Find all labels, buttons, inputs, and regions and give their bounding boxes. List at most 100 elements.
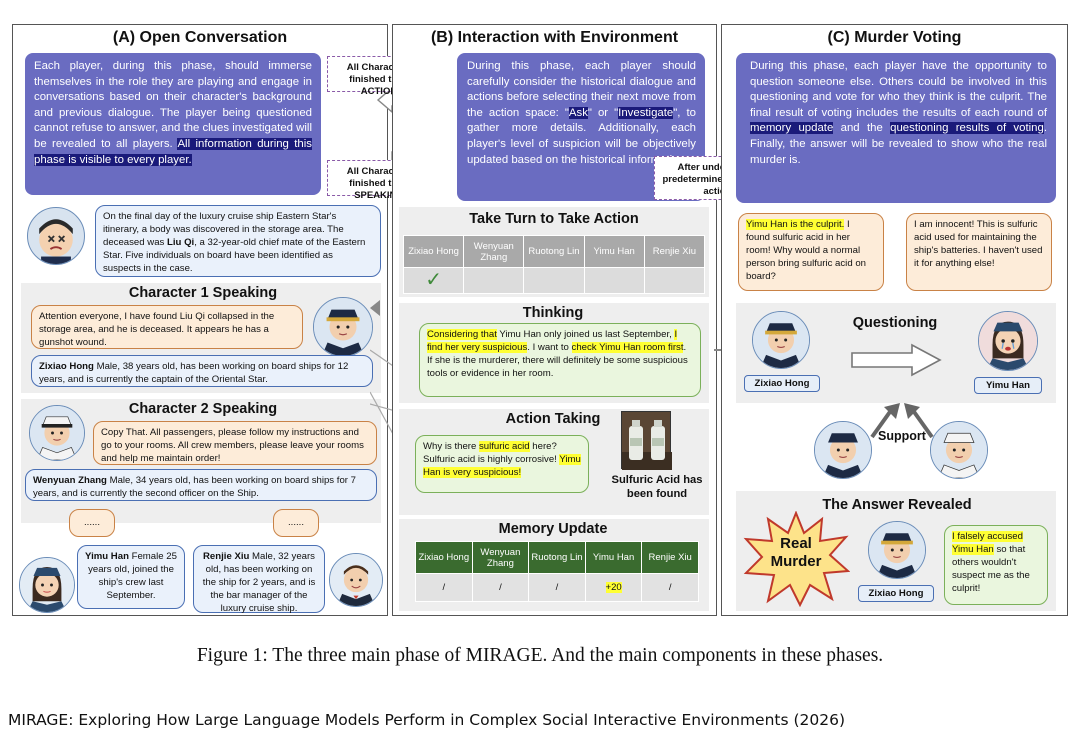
memory-val-3: +20 xyxy=(584,573,643,602)
turn-col-0: Zixiao Hong xyxy=(402,235,465,268)
turn-cell-1 xyxy=(463,267,525,294)
action-bubble: Why is there sulfuric acid here? Sulfuri… xyxy=(415,435,589,493)
thinking-title: Thinking xyxy=(522,305,584,321)
thinking-text-1: Yimu Han only joined us last September, xyxy=(496,329,675,340)
avatar-yimu-han xyxy=(19,557,75,613)
memory-val-4: / xyxy=(641,573,699,602)
panel-c-intro-3: . Finally, the answer will be revealed t… xyxy=(750,122,1047,166)
support-arrows-icon xyxy=(870,403,934,439)
questioning-label: Questioning xyxy=(852,315,938,331)
avatar-zixiao-hong xyxy=(313,297,373,357)
panel-a-intro-text: Each player, during this phase, should i… xyxy=(34,60,312,150)
answer-title: The Answer Revealed xyxy=(822,497,972,513)
char1-name: Zixiao Hong xyxy=(39,361,94,372)
culprit-name-tag: Zixiao Hong xyxy=(858,585,934,602)
panel-c-intro-1: During this phase, each player have the … xyxy=(750,60,1047,119)
turn-cell-2 xyxy=(523,267,585,294)
action-title: Action Taking xyxy=(505,411,601,427)
memory-title: Memory Update xyxy=(498,521,608,537)
support-label: Support xyxy=(878,429,926,443)
scene-description: On the final day of the luxury cruise sh… xyxy=(95,205,381,277)
turn-col-3: Yimu Han xyxy=(583,235,645,268)
asker-name-tag: Zixiao Hong xyxy=(744,375,820,392)
memory-col-4: Renjie Xiu xyxy=(641,541,699,574)
memory-val-3-text: +20 xyxy=(605,582,622,593)
avatar-asker xyxy=(752,311,810,369)
confession-bubble: I falsely accused Yimu Han so that other… xyxy=(944,525,1048,605)
thinking-bubble: Considering that Yimu Han only joined us… xyxy=(419,323,701,397)
memory-col-0: Zixiao Hong xyxy=(415,541,473,574)
yimu-bio: Yimu Han Female 25 years old, joined the… xyxy=(77,545,185,609)
char1-title: Character 1 Speaking xyxy=(128,285,278,301)
panel-c-hl-1: memory update xyxy=(750,122,834,135)
panel-open-conversation: (A) Open Conversation Each player, durin… xyxy=(12,24,388,616)
action-text-1: Why is there xyxy=(423,441,479,452)
turn-checkmark: ✓ xyxy=(402,267,465,294)
bottle-icon xyxy=(622,420,672,470)
thinking-hl-3: check Yimu Han room first xyxy=(571,342,684,353)
turn-col-4: Renjie Xiu xyxy=(643,235,706,268)
action-text-2: here? Sulfuric acid is highly corrosive! xyxy=(423,441,560,465)
panel-a-title: (A) Open Conversation xyxy=(112,29,288,46)
scene-text-1: On the final day of the luxury cruise sh… xyxy=(103,211,344,248)
memory-col-2: Ruotong Lin xyxy=(528,541,586,574)
panel-murder-voting: (C) Murder Voting During this phase, eac… xyxy=(721,24,1068,616)
burst-text: Real Murder xyxy=(770,535,822,570)
renjie-bio-text: Male, 32 years old, has been working on … xyxy=(202,551,316,614)
ellipsis-bubble-right: ...... xyxy=(273,509,319,537)
panel-c-title: (C) Murder Voting xyxy=(827,29,962,46)
memory-val-1: / xyxy=(471,573,530,602)
target-name-tag: Yimu Han xyxy=(974,377,1042,394)
accusation-bubble: Yimu Han is the culprit. I found sulfuri… xyxy=(738,213,884,291)
memory-table: Zixiao Hong Wenyuan Zhang Ruotong Lin Yi… xyxy=(415,541,699,602)
scene-victim-name: Liu Qi xyxy=(167,237,195,248)
thinking-text-2: . I want to xyxy=(527,342,572,353)
avatar-culprit xyxy=(868,521,926,579)
scene-text-2: , a 32-year-old chief mate of the Easter… xyxy=(103,237,366,274)
panel-b-intro-3: ", to gather more details. Additionally,… xyxy=(467,106,696,166)
char1-speech: Attention everyone, I have found Liu Qi … xyxy=(31,305,303,349)
avatar-renjie-xiu xyxy=(329,553,383,607)
yimu-bio-text: Female 25 years old, joined the ship's c… xyxy=(88,551,177,601)
char2-name: Wenyuan Zhang xyxy=(33,475,107,486)
avatar-supporter-2 xyxy=(930,421,988,479)
renjie-bio: Renjie Xiu Male, 32 years old, has been … xyxy=(193,545,325,614)
panel-b-investigate: Investigate xyxy=(618,106,674,119)
turn-cell-4 xyxy=(643,267,706,294)
panel-b-intro-1: During this phase, each player should ca… xyxy=(467,60,696,119)
burst-icon xyxy=(743,511,850,607)
action-hl-1: sulfuric acid xyxy=(478,441,530,452)
char1-bio-text: Male, 38 years old, has been working on … xyxy=(39,361,349,385)
turn-table: Zixiao Hong Wenyuan Zhang Ruotong Lin Yi… xyxy=(402,235,706,294)
panel-b-title: (B) Interaction with Environment xyxy=(430,29,679,46)
turn-cell-3 xyxy=(583,267,645,294)
panel-c-intro-2: and the xyxy=(833,122,891,135)
memory-val-0: / xyxy=(415,573,473,602)
accusation-hl: Yimu Han is the culprit. xyxy=(746,219,845,230)
memory-col-1: Wenyuan Zhang xyxy=(471,541,530,574)
turn-title: Take Turn to Take Action xyxy=(469,211,639,227)
char2-title: Character 2 Speaking xyxy=(128,401,278,417)
panel-b-intro: During this phase, each player should ca… xyxy=(457,53,705,201)
accusation-text: I found sulfuric acid in her room! Why w… xyxy=(746,219,866,282)
avatar-victim xyxy=(27,207,85,265)
sulfuric-acid-image xyxy=(621,411,672,470)
defense-bubble: I am innocent! This is sulfuric acid use… xyxy=(906,213,1052,291)
renjie-name: Renjie Xiu xyxy=(203,551,250,562)
avatar-wenyuan-zhang xyxy=(29,405,85,461)
turn-col-2: Ruotong Lin xyxy=(523,235,585,268)
avatar-supporter-1 xyxy=(814,421,872,479)
panel-c-intro: During this phase, each player have the … xyxy=(736,53,1056,203)
avatar-target xyxy=(978,311,1038,371)
panel-b-intro-2: " or " xyxy=(587,106,619,119)
char2-bio: Wenyuan Zhang Male, 34 years old, has be… xyxy=(25,469,377,501)
char1-bio: Zixiao Hong Male, 38 years old, has been… xyxy=(31,355,373,387)
thinking-text-3: . If she is the murderer, there will def… xyxy=(427,342,688,379)
source-line: MIRAGE: Exploring How Large Language Mod… xyxy=(8,711,846,729)
figure-caption: Figure 1: The three main phase of MIRAGE… xyxy=(196,645,884,666)
memory-col-3: Yimu Han xyxy=(584,541,643,574)
sulfuric-found-caption: Sulfuric Acid has been found xyxy=(611,474,703,500)
confession-text: so that others wouldn't suspect me as th… xyxy=(952,544,1030,594)
panel-b-ask: Ask xyxy=(568,106,588,119)
panel-a-intro: Each player, during this phase, should i… xyxy=(25,53,321,195)
